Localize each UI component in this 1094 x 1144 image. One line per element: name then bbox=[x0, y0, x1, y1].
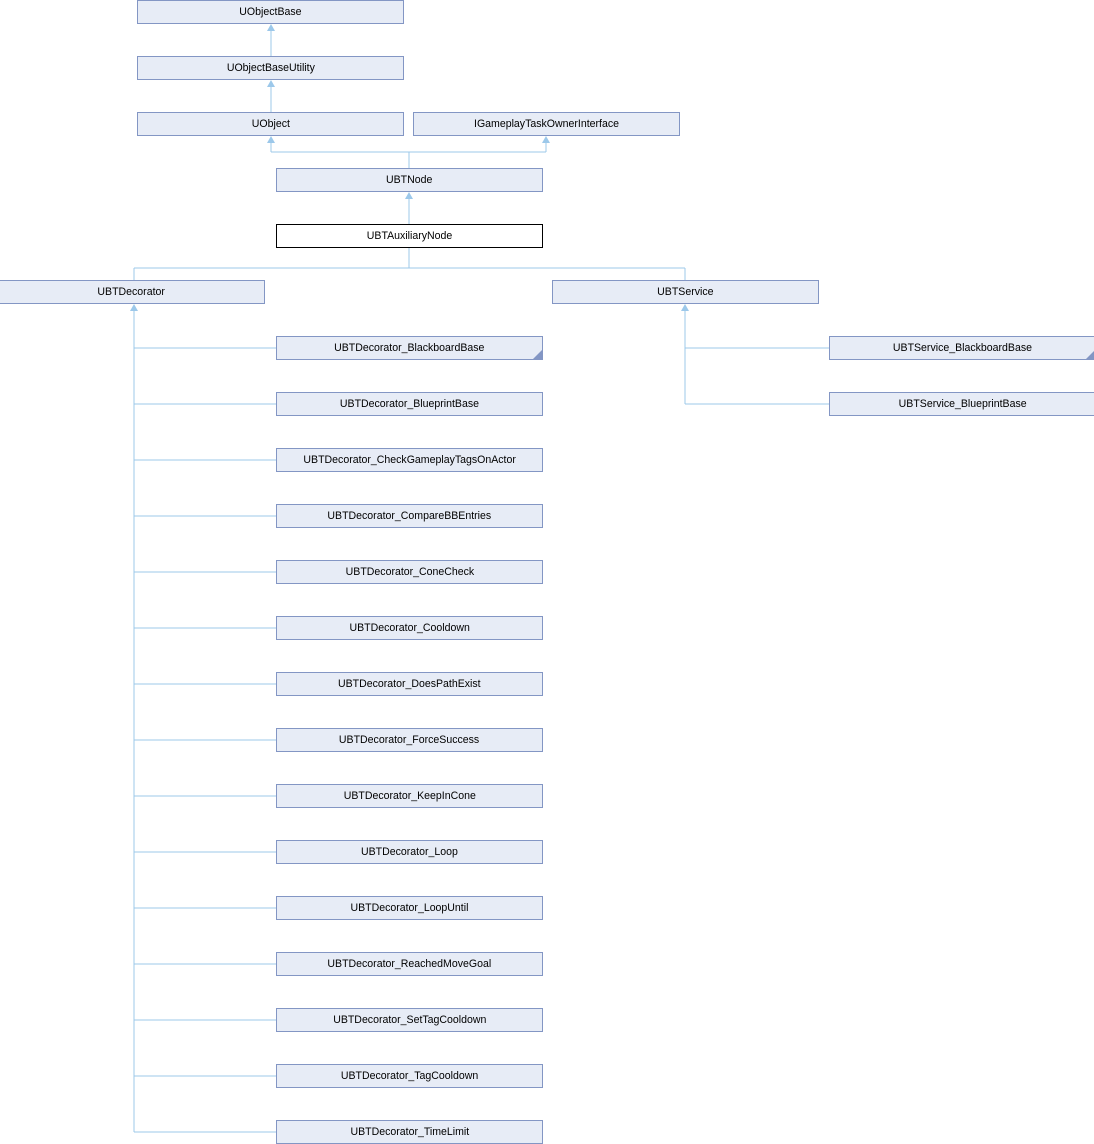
class-node-ubtauxiliarynode[interactable]: UBTAuxiliaryNode bbox=[276, 224, 543, 248]
class-node-label: UBTNode bbox=[386, 173, 433, 186]
class-node-uobjectbase[interactable]: UObjectBase bbox=[137, 0, 404, 24]
class-node-label: UObjectBase bbox=[239, 5, 302, 18]
class-node-label: UBTDecorator_Cooldown bbox=[349, 621, 470, 634]
class-node-dec_loopuntil[interactable]: UBTDecorator_LoopUntil bbox=[276, 896, 543, 920]
class-node-label: UBTDecorator bbox=[97, 285, 166, 298]
class-node-dec_blueprintbase[interactable]: UBTDecorator_BlueprintBase bbox=[276, 392, 543, 416]
class-node-label: IGameplayTaskOwnerInterface bbox=[474, 117, 619, 130]
class-node-svc_blueprintbase[interactable]: UBTService_BlueprintBase bbox=[829, 392, 1094, 416]
class-node-dec_loop[interactable]: UBTDecorator_Loop bbox=[276, 840, 543, 864]
class-node-uobjectbaseutility[interactable]: UObjectBaseUtility bbox=[137, 56, 404, 80]
class-node-label: UBTDecorator_LoopUntil bbox=[350, 901, 469, 914]
class-node-dec_timelimit[interactable]: UBTDecorator_TimeLimit bbox=[276, 1120, 543, 1144]
class-node-label: UBTDecorator_KeepInCone bbox=[343, 789, 476, 802]
inheritance-arrowhead-icon bbox=[405, 192, 413, 199]
class-node-dec_conecheck[interactable]: UBTDecorator_ConeCheck bbox=[276, 560, 543, 584]
inheritance-arrowhead-icon bbox=[130, 304, 138, 311]
class-node-label: UBTDecorator_ReachedMoveGoal bbox=[327, 957, 492, 970]
class-node-dec_keepincone[interactable]: UBTDecorator_KeepInCone bbox=[276, 784, 543, 808]
class-node-dec_tagcooldown[interactable]: UBTDecorator_TagCooldown bbox=[276, 1064, 543, 1088]
class-node-ubtservice[interactable]: UBTService bbox=[552, 280, 819, 304]
class-node-dec_cooldown[interactable]: UBTDecorator_Cooldown bbox=[276, 616, 543, 640]
class-node-label: UBTService_BlackboardBase bbox=[892, 341, 1033, 354]
class-node-label: UBTDecorator_BlackboardBase bbox=[334, 341, 485, 354]
class-node-dec_forcesuccess[interactable]: UBTDecorator_ForceSuccess bbox=[276, 728, 543, 752]
class-node-label: UBTDecorator_ConeCheck bbox=[345, 565, 474, 578]
class-node-ubtdecorator[interactable]: UBTDecorator bbox=[0, 280, 265, 304]
inheritance-arrowhead-icon bbox=[542, 136, 550, 143]
class-node-label: UBTService_BlueprintBase bbox=[898, 397, 1027, 410]
class-node-dec_blackboardbase[interactable]: UBTDecorator_BlackboardBase bbox=[276, 336, 543, 360]
inheritance-arrowhead-icon bbox=[267, 136, 275, 143]
class-node-label: UBTDecorator_TagCooldown bbox=[340, 1069, 479, 1082]
class-node-svc_blackboardbase[interactable]: UBTService_BlackboardBase bbox=[829, 336, 1094, 360]
class-node-dec_doespathexist[interactable]: UBTDecorator_DoesPathExist bbox=[276, 672, 543, 696]
class-node-label: UObject bbox=[251, 117, 290, 130]
inheritance-arrowhead-icon bbox=[681, 304, 689, 311]
class-node-label: UBTDecorator_SetTagCooldown bbox=[332, 1013, 487, 1026]
class-node-dec_checkgameplaytagsonactor[interactable]: UBTDecorator_CheckGameplayTagsOnActor bbox=[276, 448, 543, 472]
class-node-label: UBTService bbox=[657, 285, 714, 298]
class-node-igameplaytaskownerinterface[interactable]: IGameplayTaskOwnerInterface bbox=[413, 112, 680, 136]
class-node-label: UBTDecorator_TimeLimit bbox=[350, 1125, 469, 1138]
class-node-label: UBTDecorator_Loop bbox=[361, 845, 458, 858]
class-node-label: UObjectBaseUtility bbox=[226, 61, 315, 74]
class-node-ubtnode[interactable]: UBTNode bbox=[276, 168, 543, 192]
inheritance-arrowhead-icon bbox=[267, 80, 275, 87]
class-node-dec_reachedmovegoal[interactable]: UBTDecorator_ReachedMoveGoal bbox=[276, 952, 543, 976]
class-node-label: UBTDecorator_BlueprintBase bbox=[339, 397, 480, 410]
class-node-label: UBTDecorator_CompareBBEntries bbox=[327, 509, 492, 522]
inheritance-arrowhead-icon bbox=[267, 24, 275, 31]
class-node-uobject[interactable]: UObject bbox=[137, 112, 404, 136]
class-node-dec_settagcooldown[interactable]: UBTDecorator_SetTagCooldown bbox=[276, 1008, 543, 1032]
class-node-label: UBTDecorator_DoesPathExist bbox=[338, 677, 481, 690]
class-node-label: UBTAuxiliaryNode bbox=[366, 229, 453, 242]
class-node-label: UBTDecorator_ForceSuccess bbox=[339, 733, 480, 746]
class-node-dec_comparebbentries[interactable]: UBTDecorator_CompareBBEntries bbox=[276, 504, 543, 528]
class-node-label: UBTDecorator_CheckGameplayTagsOnActor bbox=[303, 453, 516, 466]
